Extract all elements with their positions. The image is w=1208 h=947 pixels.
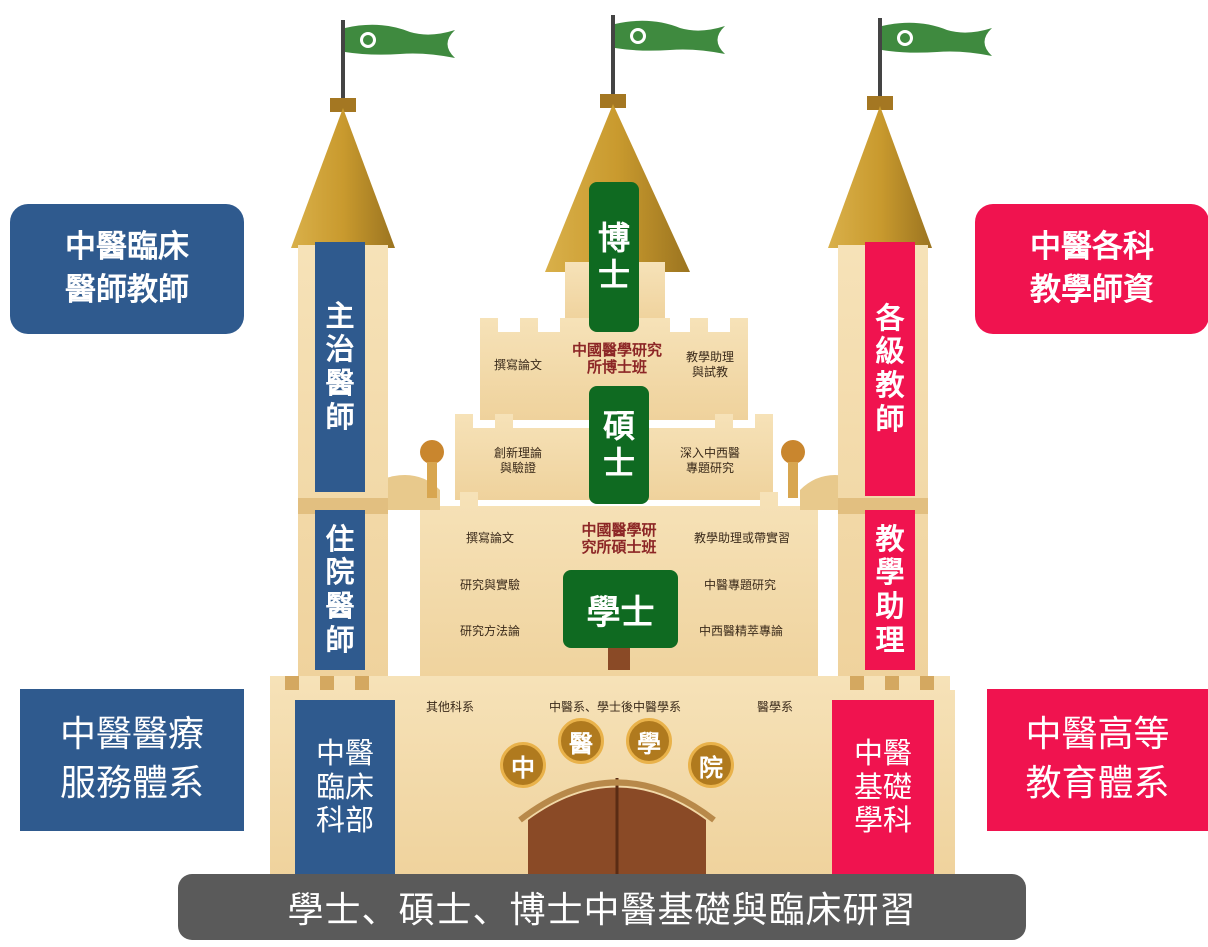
text-deep-research: 深入中西醫 專題研究	[665, 446, 755, 476]
label-all-level-teachers: 各 級 教 師	[865, 242, 915, 496]
text-master-teaching: 教學助理或帶實習	[693, 531, 790, 545]
flag-left	[341, 20, 455, 105]
label-master: 碩 士	[589, 386, 649, 504]
institute-phd: 中國醫學研究 所博士班	[552, 341, 682, 377]
panel-teaching-faculty-line1: 中醫各科	[1030, 228, 1154, 265]
label-teachers-char1: 各	[875, 300, 905, 335]
label-ta-char3: 助	[875, 589, 905, 623]
label-attending-physician: 主 治 醫 師	[315, 242, 365, 492]
gate-medal-1: 中	[500, 742, 546, 788]
label-bachelor-text: 學士	[586, 592, 655, 633]
label-attending-char2: 治	[325, 332, 355, 367]
footer-summary-text: 學士、碩士、博士中醫基礎與臨床研習	[287, 890, 917, 931]
panel-medical-service-line1: 中醫醫療	[59, 714, 204, 756]
text-medicine-department: 醫學系	[756, 700, 793, 714]
panel-clinical-teachers: 中醫臨床 醫師教師	[10, 204, 244, 334]
label-basic-sci-line2: 基礎	[853, 769, 912, 804]
label-teachers-char4: 師	[875, 401, 905, 436]
text-phd-write-thesis: 撰寫論文	[493, 358, 542, 372]
label-basic-sciences: 中醫 基礎 學科	[832, 700, 934, 875]
label-resident-char4: 師	[325, 622, 355, 657]
text-tcm-topic-research: 中醫專題研究	[703, 578, 776, 592]
label-resident-char2: 院	[325, 555, 355, 590]
panel-higher-education-line1: 中醫高等	[1025, 714, 1170, 756]
label-resident-char1: 住	[325, 521, 355, 556]
panel-clinical-teachers-line2: 醫師教師	[65, 272, 189, 308]
panel-clinical-teachers-line1: 中醫臨床	[65, 228, 189, 265]
gate-medal-3: 學	[626, 718, 672, 764]
label-ta-char2: 學	[875, 555, 905, 590]
label-attending-char3: 醫	[325, 366, 355, 400]
label-basic-sci-line3: 學科	[853, 803, 912, 838]
footer-summary-banner: 學士、碩士、博士中醫基礎與臨床研習	[178, 874, 1026, 940]
panel-medical-service-line2: 服務體系	[59, 763, 204, 804]
gate-medal-4: 院	[688, 742, 734, 788]
label-master-char1: 碩	[602, 406, 635, 445]
text-phd-teaching: 教學助理 與試教	[670, 350, 750, 380]
label-phd-char1: 博	[597, 218, 630, 257]
label-master-char2: 士	[602, 444, 635, 482]
label-resident-char3: 醫	[325, 589, 355, 623]
text-tcm-departments: 中醫系、學士後中醫學系	[548, 700, 681, 714]
institute-master-line2: 究所碩士班	[581, 538, 657, 557]
label-clinical-department: 中醫 臨床 科部	[295, 700, 395, 875]
institute-master: 中國醫學研 究所碩士班	[554, 521, 684, 557]
panel-medical-service-system: 中醫醫療 服務體系	[20, 689, 244, 831]
panel-teaching-faculty: 中醫各科 教學師資	[975, 204, 1208, 334]
label-phd: 博 士	[589, 182, 639, 332]
text-master-write-thesis: 撰寫論文	[465, 531, 514, 545]
institute-phd-line1: 中國醫學研究	[571, 341, 662, 359]
text-other-departments: 其他科系	[425, 700, 474, 714]
text-phd-teaching-line1: 教學助理	[685, 350, 734, 364]
label-resident-physician: 住 院 醫 師	[315, 510, 365, 670]
institute-master-line1: 中國醫學研	[581, 521, 657, 539]
label-attending-char1: 主	[325, 298, 355, 333]
panel-higher-education-system: 中醫高等 教育體系	[987, 689, 1208, 831]
label-teachers-char3: 教	[875, 368, 905, 402]
label-ta-char4: 理	[875, 622, 905, 657]
text-innovation-theory: 創新理論 與驗證	[478, 446, 558, 476]
text-research-methodology: 研究方法論	[459, 624, 520, 638]
flag-right	[878, 18, 992, 103]
label-attending-char4: 師	[325, 399, 355, 434]
text-deep-research-line2: 專題研究	[685, 461, 734, 475]
label-teachers-char2: 級	[875, 334, 905, 369]
label-clinical-dept-line1: 中醫	[315, 736, 374, 771]
gate-medal-2: 醫	[558, 718, 604, 764]
label-ta-char1: 教	[875, 521, 905, 556]
text-integrated-seminar: 中西醫精萃專論	[698, 624, 783, 638]
label-basic-sci-line1: 中醫	[853, 736, 912, 771]
label-teaching-assistant: 教 學 助 理	[865, 510, 915, 670]
text-phd-teaching-line2: 與試教	[691, 365, 728, 379]
institute-phd-line2: 所博士班	[586, 358, 647, 377]
label-clinical-dept-line2: 臨床	[315, 769, 374, 804]
label-phd-char2: 士	[597, 256, 630, 294]
text-deep-research-line1: 深入中西醫	[679, 446, 740, 460]
panel-teaching-faculty-line2: 教學師資	[1030, 272, 1154, 308]
text-research-experiment: 研究與實驗	[459, 578, 520, 592]
flag-center	[611, 15, 725, 100]
panel-higher-education-line2: 教育體系	[1025, 763, 1170, 804]
label-clinical-dept-line3: 科部	[315, 803, 374, 838]
text-innovation-line1: 創新理論	[493, 446, 542, 460]
label-bachelor: 學士	[563, 570, 678, 648]
text-innovation-line2: 與驗證	[499, 461, 536, 475]
